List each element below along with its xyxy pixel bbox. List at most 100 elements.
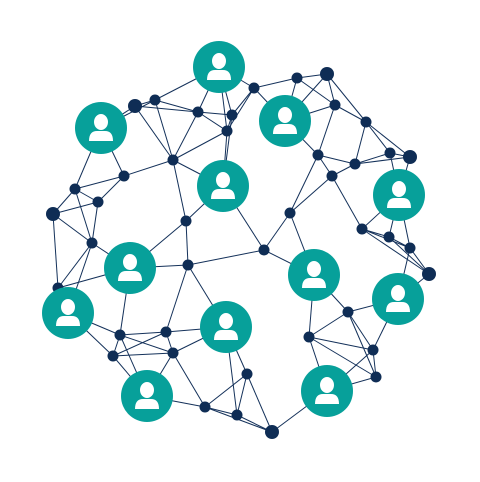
connection-line (154, 99, 199, 113)
person-icon (135, 382, 159, 409)
connection-line (119, 334, 174, 354)
network-node-dot (167, 347, 179, 359)
connection-line (197, 111, 233, 116)
network-node-dot (312, 149, 324, 161)
person-icon (214, 313, 238, 340)
connection-line (134, 105, 174, 161)
network-node-dot (403, 150, 417, 164)
network-node-dot (342, 306, 354, 318)
connection-line (347, 311, 374, 351)
network-node-dot (320, 67, 334, 81)
connection-line (365, 121, 391, 154)
connection-line (74, 175, 125, 190)
user-avatar-node (75, 102, 127, 154)
user-avatar-node (372, 273, 424, 325)
connection-line (165, 264, 189, 333)
network-node-dot (329, 99, 341, 111)
network-node-dot (326, 170, 338, 182)
person-icon (387, 181, 411, 208)
person-icon (386, 285, 410, 312)
user-avatar-node (200, 301, 252, 353)
network-node-dot (284, 207, 296, 219)
connection-line (326, 73, 367, 123)
connection-line (331, 175, 363, 230)
user-avatar-node (121, 370, 173, 422)
connection-line (187, 249, 265, 266)
connection-line (289, 154, 319, 214)
connection-line (172, 111, 199, 161)
network-node-dot (422, 267, 436, 281)
person-icon (56, 299, 80, 326)
connection-line (253, 77, 298, 89)
connection-line (289, 175, 333, 214)
connection-line (204, 373, 248, 408)
network-node-dot (367, 344, 379, 356)
connection-line (296, 77, 336, 106)
user-avatars (42, 41, 425, 422)
connection-line (134, 105, 199, 113)
network-node-dot (128, 99, 142, 113)
person-icon (302, 261, 326, 288)
person-icon (207, 53, 231, 80)
connection-line (308, 336, 377, 378)
connection-line (365, 121, 411, 158)
network-node-dot (241, 368, 253, 380)
connection-line (197, 111, 228, 132)
connection-line (52, 213, 93, 244)
network-node-dot (303, 331, 315, 343)
network-node-dot (384, 147, 396, 159)
user-avatar-node (259, 95, 311, 147)
network-node-dot (370, 371, 382, 383)
person-icon (89, 114, 113, 141)
connection-line (231, 87, 255, 116)
user-avatar-node (193, 41, 245, 93)
connection-line (308, 336, 374, 351)
network-dots (46, 67, 436, 439)
connection-line (91, 201, 99, 244)
network-node-dot (69, 183, 81, 195)
user-avatar-node (288, 249, 340, 301)
person-icon (273, 107, 297, 134)
connection-line (263, 212, 291, 251)
connection-line (246, 373, 273, 433)
connection-line (354, 152, 391, 165)
network-node-dot (114, 329, 126, 341)
network-node-dot (248, 82, 260, 94)
network-node-dot (46, 207, 60, 221)
user-avatar-node (197, 160, 249, 212)
connection-line (57, 242, 93, 289)
connection-line (317, 104, 336, 156)
network-node-dot (404, 242, 416, 254)
network-node-dot (199, 401, 211, 413)
connection-line (236, 373, 248, 416)
network-node-dot (221, 125, 233, 137)
network-node-dot (160, 326, 172, 338)
user-avatar-node (42, 287, 94, 339)
network-node-dot (118, 170, 130, 182)
network-node-dot (167, 154, 179, 166)
network-node-dot (226, 109, 238, 121)
network-node-dot (149, 94, 161, 106)
connection-line (52, 201, 99, 215)
connection-line (112, 331, 167, 357)
network-node-dot (231, 409, 243, 421)
connection-line (185, 220, 189, 266)
network-node-dot (182, 259, 194, 271)
connection-line (172, 130, 228, 161)
connection-line (172, 159, 187, 222)
connection-line (74, 188, 93, 244)
connection-line (119, 331, 167, 336)
connection-line (172, 352, 206, 408)
connection-line (334, 104, 367, 123)
connection-line (317, 154, 356, 165)
network-node-dot (383, 231, 395, 243)
connection-line (308, 311, 349, 338)
user-avatar-node (104, 242, 156, 294)
network-node-dot (349, 158, 361, 170)
network-node-dot (291, 72, 303, 84)
connection-line (226, 87, 255, 132)
user-avatar-node (301, 365, 353, 417)
network-node-dot (92, 196, 104, 208)
